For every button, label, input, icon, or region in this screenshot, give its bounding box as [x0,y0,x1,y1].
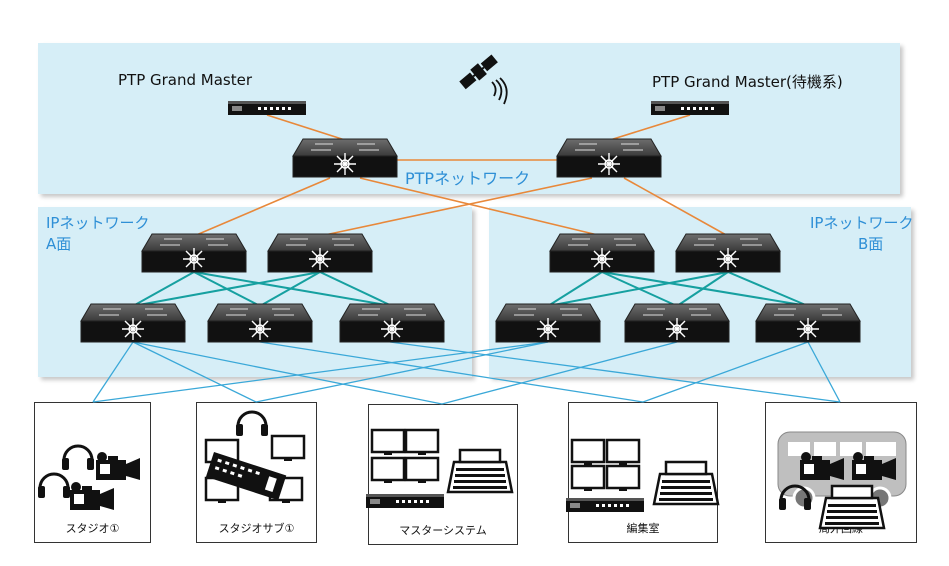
headset-icon [60,444,96,472]
network-a-label-1: IPネットワーク [46,214,150,232]
leaf-switch-a1 [80,303,186,343]
ptp-network-label: PTPネットワーク [405,169,531,188]
control-console-icon [446,448,514,494]
leaf-switch-b3 [755,303,861,343]
monitor-icon [404,456,440,485]
leaf-switch-a2 [207,303,313,343]
switcher-console-icon [205,452,287,501]
room-label: スタジオ① [65,522,120,535]
monitor-icon [270,434,306,463]
camera-icon [96,452,140,480]
ptp-panel [38,43,900,194]
satellite-icon [459,54,508,105]
network-a-label-2: A面 [46,235,72,253]
network-b-label-1: IPネットワーク [810,214,914,232]
monitor-icon [404,428,440,457]
leaf-switch-a3 [339,303,445,343]
monitor-icon [370,456,406,485]
grand-master-device [228,101,306,115]
control-console-icon [652,460,720,506]
remote-lines-equipment [777,431,907,530]
leaf-switch-b2 [624,303,730,343]
device-links [92,341,841,405]
network-a-panel [38,207,472,377]
network-b-label-2: B面 [858,235,884,253]
camera-icon [70,482,114,510]
studio-sub-equipment [204,410,306,505]
grand-master-backup-label: PTP Grand Master(待機系) [652,73,843,91]
grand-master-backup-device [651,101,729,115]
monitor-icon [370,428,406,457]
spine-switch-b2 [675,233,781,273]
leaf-switch-b1 [495,303,601,343]
monitor-icon [605,438,641,467]
monitor-icon [605,464,641,493]
rack-device-icon [366,494,444,508]
spine-switch-b1 [549,233,655,273]
headset-icon [36,472,72,500]
studio-equipment [36,444,140,510]
headset-icon [234,410,270,438]
room-label: 編集室 [626,522,660,535]
grand-master-label: PTP Grand Master [118,71,253,89]
monitor-icon [570,464,606,493]
editing-equipment [566,438,720,512]
master-system-equipment [366,428,514,508]
rack-device-icon [566,498,644,512]
ptp-switch-2 [556,138,662,178]
spine-switch-a1 [141,233,247,273]
spine-leaf-links [132,271,809,307]
spine-switch-a2 [267,233,373,273]
room-label: スタジオサブ① [218,522,295,535]
monitor-icon [570,438,606,467]
ptp-switch-1 [292,138,398,178]
room-label: マスターシステム [399,524,487,537]
